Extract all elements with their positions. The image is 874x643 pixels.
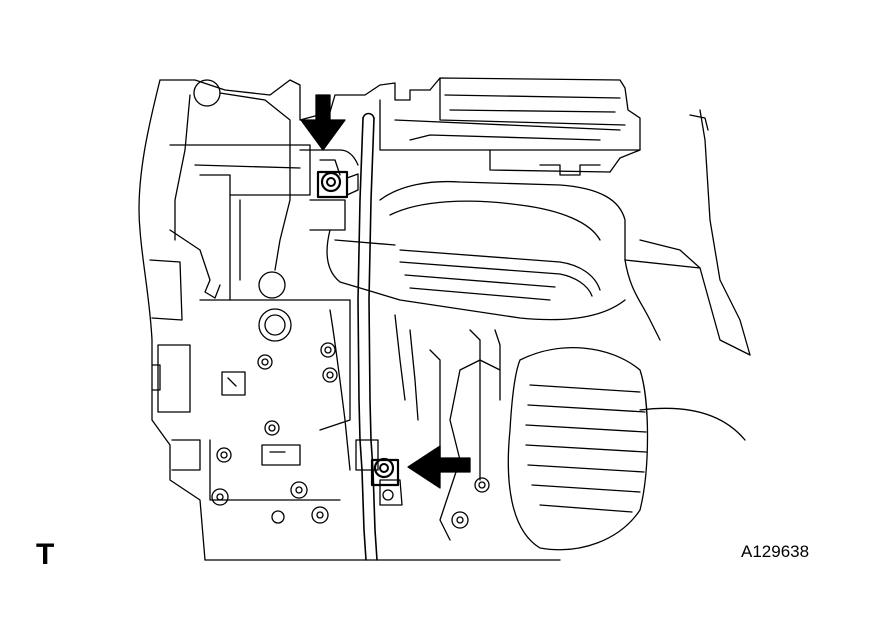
cylinder-head-cover <box>379 77 641 176</box>
figure-code: A129638 <box>741 542 810 561</box>
lower-bracket-bolt <box>370 457 400 487</box>
view-mark: T <box>36 538 55 571</box>
throttle-body <box>439 347 746 551</box>
oil-level-gauge-guide <box>299 112 379 561</box>
center-components <box>379 314 501 529</box>
intake-manifold <box>326 109 751 356</box>
upper-bolt-arrow <box>300 94 346 151</box>
left-side-components <box>149 79 351 524</box>
engine-block-outline <box>138 77 641 561</box>
lower-bolt-arrow <box>407 445 471 489</box>
upper-bracket-bolt <box>316 170 359 199</box>
